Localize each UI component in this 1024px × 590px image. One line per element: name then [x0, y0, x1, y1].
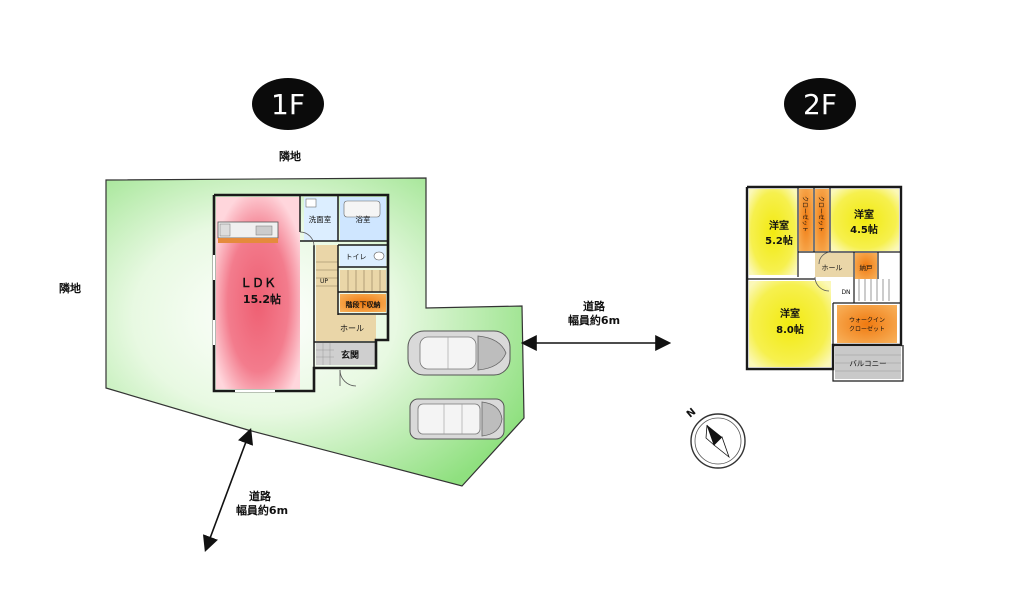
closet-2-label: クローゼット: [817, 196, 825, 232]
western-room-2: [831, 189, 899, 251]
floor1-badge: 1F: [252, 78, 324, 130]
dn-label: DN: [841, 289, 850, 296]
under-stair-storage: [340, 294, 386, 312]
closet-1: [799, 189, 813, 251]
closet-2: [815, 189, 829, 251]
western-room-1-size: 5.2帖: [765, 234, 793, 247]
road-bottom-width-label: 幅員約6m: [236, 503, 288, 517]
western-room-3-size: 8.0帖: [776, 323, 804, 336]
hall-2f-label: ホール: [822, 264, 843, 272]
ldk-label: ＬＤＫ: [240, 276, 276, 290]
staircase-2f: [853, 279, 899, 301]
neighbor-left-label: 隣地: [59, 281, 81, 295]
car-icon: [409, 398, 505, 440]
western-room-2-size: 4.5帖: [850, 223, 878, 236]
storage: [855, 253, 877, 279]
road-right-label: 道路: [583, 299, 606, 313]
toilet-label: トイレ: [346, 253, 367, 261]
compass-icon: N: [685, 406, 746, 469]
western-room-1: [749, 189, 797, 275]
western-room-1-label: 洋室: [769, 219, 789, 232]
walk-in-closet-label-2: クローゼット: [849, 325, 885, 333]
walk-in-closet-label: ウォークイン: [849, 316, 885, 324]
hall-1f: [316, 315, 376, 341]
house-2f: [745, 185, 904, 382]
road-bottom-label: 道路: [249, 489, 272, 503]
staircase-1f: [316, 245, 338, 315]
road-right-width-label: 幅員約6m: [568, 313, 620, 327]
western-room-3: [749, 281, 831, 367]
walk-in-closet: [837, 305, 897, 343]
road-bottom-arrow: [202, 428, 254, 552]
house-1f: [212, 193, 390, 393]
hall-1f-label: ホール: [340, 324, 364, 333]
floor2-badge-label: 2F: [803, 88, 837, 121]
ldk-size-label: 15.2帖: [243, 292, 281, 306]
balcony-label: バルコニー: [849, 359, 886, 368]
toilet: [340, 245, 386, 267]
compass-north-label: N: [685, 406, 698, 420]
closet-1-label: クローゼット: [801, 196, 809, 232]
western-room-2-label: 洋室: [854, 208, 874, 221]
car-icon: [407, 330, 511, 376]
entrance-label: 玄関: [341, 349, 359, 361]
floor1-badge-label: 1F: [271, 88, 305, 121]
neighbor-top-label: 隣地: [279, 149, 301, 163]
entrance: [316, 343, 376, 365]
storage-label: 納戸: [860, 263, 874, 272]
up-label: UP: [320, 278, 328, 285]
under-stair-storage-label: 階段下収納: [346, 300, 381, 309]
floor2-badge: 2F: [784, 78, 856, 130]
washroom-label: 洗面室: [309, 214, 332, 224]
western-room-3-label: 洋室: [780, 307, 800, 320]
bath-label: 浴室: [356, 214, 371, 224]
